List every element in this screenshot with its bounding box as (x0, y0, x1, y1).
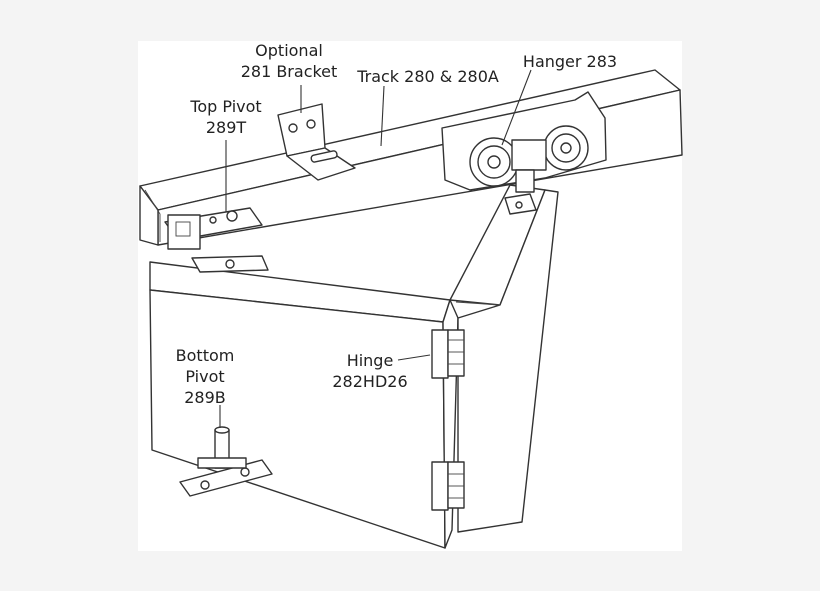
top-pivot (164, 207, 269, 273)
left-door-panel (149, 261, 459, 549)
bottom-pivot-label-line3: 289B (184, 388, 226, 407)
optional-bracket-label: Optional 281 Bracket (236, 40, 342, 82)
hinge-upper (431, 329, 465, 379)
leader-lines (219, 69, 532, 428)
bottom-pivot (179, 426, 273, 497)
hinge-label-line2: 282HD26 (332, 372, 408, 391)
hinge-label: Hinge 282HD26 (324, 350, 416, 392)
hinge-label-line1: Hinge (346, 351, 394, 370)
bottom-pivot-label: Bottom Pivot 289B (168, 345, 242, 408)
hanger (441, 91, 607, 215)
bottom-pivot-label-line2: Pivot (185, 367, 225, 386)
hanger-label: Hanger 283 (522, 52, 618, 71)
right-door-panel (449, 184, 559, 533)
top-pivot-label-line2: 289T (205, 118, 247, 137)
optional-bracket-label-line1: Optional (255, 41, 323, 60)
track-label: Track 280 & 280A (357, 67, 499, 86)
hinge-lower (431, 461, 465, 511)
top-pivot-label: Top Pivot 289T (184, 96, 268, 138)
optional-bracket (277, 103, 356, 181)
bottom-pivot-label-line1: Bottom (175, 346, 235, 365)
optional-bracket-label-line2: 281 Bracket (240, 62, 338, 81)
top-pivot-label-line1: Top Pivot (190, 97, 262, 116)
